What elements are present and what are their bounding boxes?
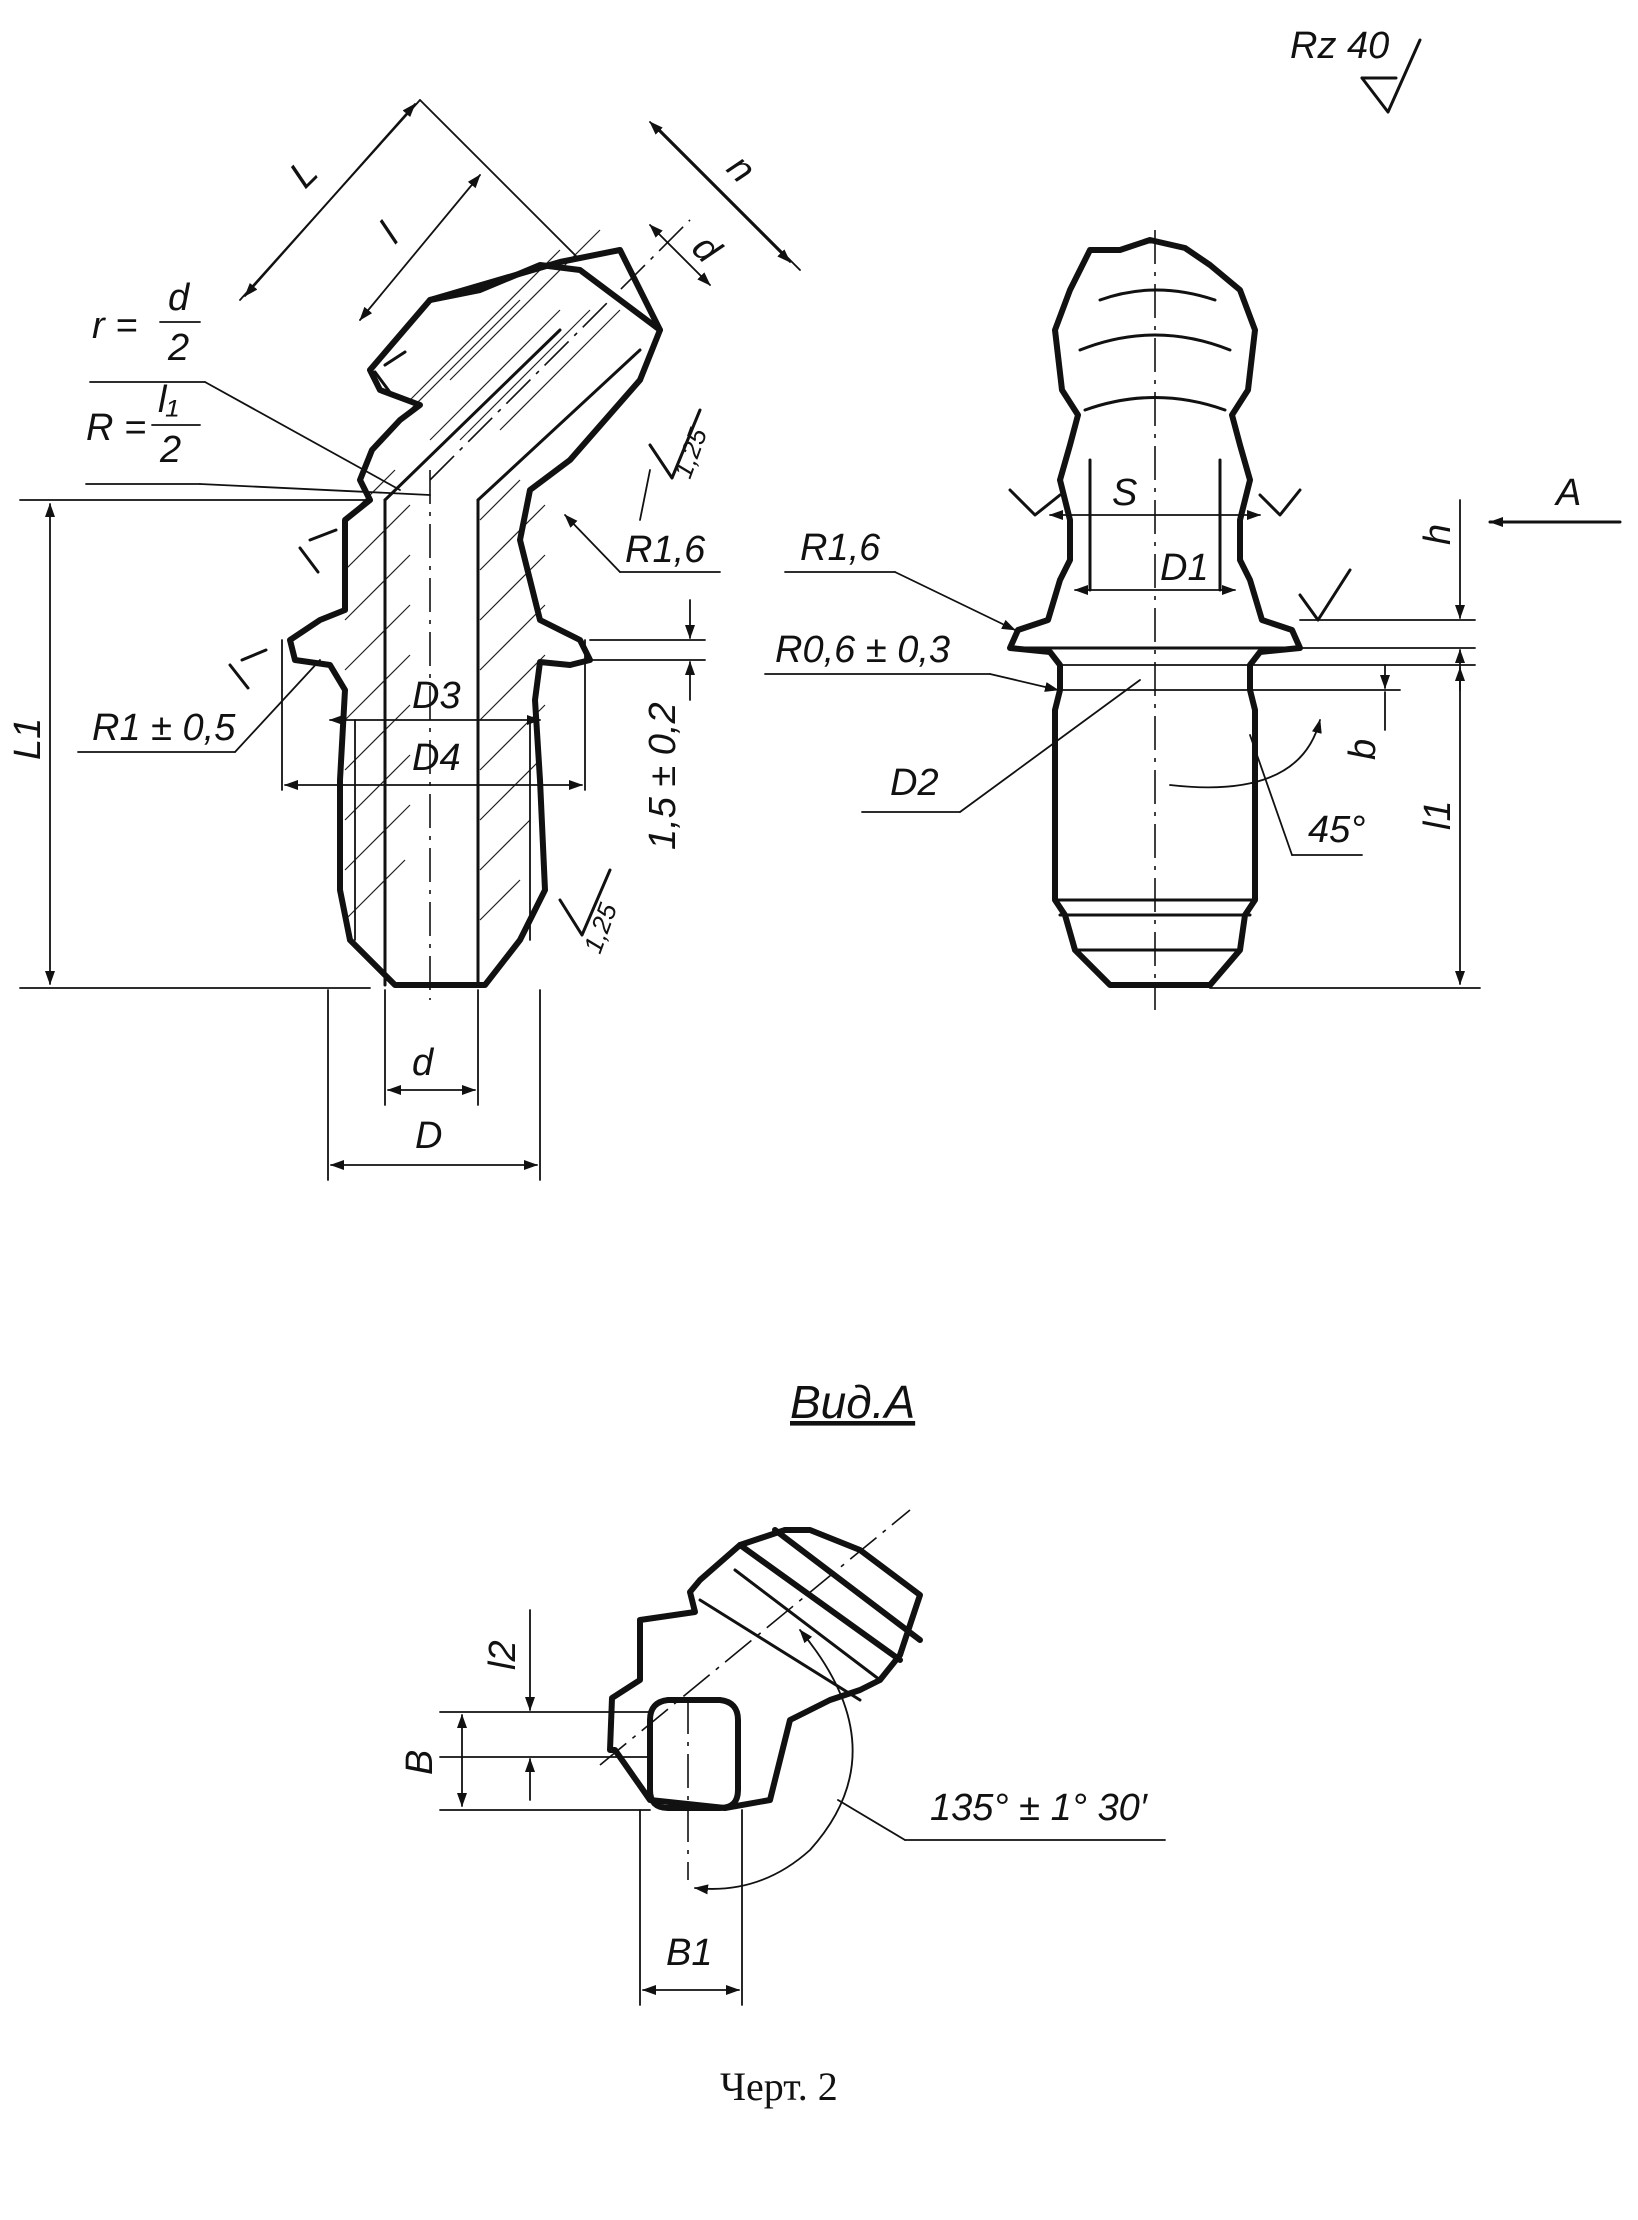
figure-caption: Черт. 2 xyxy=(720,2064,838,2109)
label-A: A xyxy=(1554,472,1581,514)
axis-inclined xyxy=(429,219,691,481)
svg-text:1,25: 1,25 xyxy=(577,899,623,957)
dim-l1: l1 xyxy=(1209,664,1481,989)
general-roughness-symbol: Rz 40 xyxy=(1290,25,1422,114)
view-A: Вид.А l2 B B1 xyxy=(399,1376,1166,2006)
label-D2: D2 xyxy=(861,679,1141,813)
fitting-outline-left xyxy=(287,247,663,988)
view-a-square xyxy=(647,1697,741,1811)
svg-text:1,25: 1,25 xyxy=(667,424,713,482)
label-R16-right: R1,6 xyxy=(784,527,1016,631)
label-L1: L1 xyxy=(7,718,49,760)
dim-L1: L1 xyxy=(7,499,371,989)
svg-text:r =: r = xyxy=(92,305,137,347)
label-S: S xyxy=(1112,472,1137,514)
dim-l: l xyxy=(359,174,481,321)
svg-text:R0,6 ± 0,3: R0,6 ± 0,3 xyxy=(775,629,950,671)
view-a-title: Вид.А xyxy=(790,1376,915,1428)
label-D3: D3 xyxy=(412,675,461,717)
fitting-outline-right xyxy=(1007,237,1303,988)
dim-D3: D3 xyxy=(329,675,541,725)
dim-D1: D1 xyxy=(1074,547,1236,595)
label-n: n xyxy=(719,147,764,192)
svg-text:R1,6: R1,6 xyxy=(625,529,706,571)
bore-inclined xyxy=(383,328,642,502)
roughness-tick-1 xyxy=(298,528,338,574)
label-R-radius: R = l₁ 2 xyxy=(85,379,431,496)
label-l: l xyxy=(372,215,409,252)
dim-B: B xyxy=(399,1714,651,1811)
roughness-tick-2 xyxy=(373,350,407,397)
angle-135: 135° ± 1° 30′ xyxy=(694,1629,1166,1895)
dim-D-bottom: D xyxy=(327,989,541,1181)
label-135: 135° ± 1° 30′ xyxy=(930,1787,1149,1829)
dim-d-bottom: d xyxy=(384,989,479,1106)
dim-S: S xyxy=(1008,472,1302,520)
left-section-view: L l n d r = d 2 R = l₁ 2 xyxy=(7,99,801,1181)
dim-d-top: d xyxy=(649,224,730,286)
label-R06: R0,6 ± 0,3 xyxy=(764,629,1059,692)
roughness-mark-lower: 1,25 xyxy=(558,868,623,957)
view-arrow-A: A xyxy=(1488,472,1622,527)
right-side-view: S D1 h A R1,6 R xyxy=(764,230,1622,1010)
label-R1: R1 ± 0,5 xyxy=(77,659,321,753)
angle-45: 45° xyxy=(1169,719,1365,856)
label-D1: D1 xyxy=(1160,547,1209,589)
label-D4: D4 xyxy=(412,737,461,779)
dim-h: h xyxy=(1299,499,1476,691)
dim-collar-thickness: 1,5 ± 0,2 xyxy=(589,599,706,850)
label-b: b xyxy=(1342,739,1384,760)
label-B1: B1 xyxy=(666,1932,712,1974)
roughness-tick-3 xyxy=(228,648,268,690)
svg-text:d: d xyxy=(168,277,191,319)
svg-text:2: 2 xyxy=(167,327,189,369)
label-L: L xyxy=(282,152,327,197)
svg-text:R =: R = xyxy=(86,407,146,449)
roughness-mark-upper: 1,25 xyxy=(639,408,713,521)
svg-text:D2: D2 xyxy=(890,762,939,804)
dim-l2: l2 xyxy=(439,1609,651,1801)
dim-D4: D4 xyxy=(281,639,586,791)
label-D-bottom: D xyxy=(415,1115,442,1157)
roughness-tick-right xyxy=(1298,568,1352,622)
label-tolerance: 1,5 ± 0,2 xyxy=(642,702,684,850)
dim-b: b xyxy=(1249,664,1401,760)
label-r-radius: r = d 2 xyxy=(89,277,401,491)
view-a-outline xyxy=(607,1527,923,1811)
svg-text:l₁: l₁ xyxy=(158,379,178,421)
svg-text:2: 2 xyxy=(159,429,181,471)
bore-vertical xyxy=(383,498,480,987)
general-roughness-label: Rz 40 xyxy=(1290,25,1389,67)
label-45: 45° xyxy=(1308,809,1365,851)
label-h: h xyxy=(1417,524,1459,545)
label-R16-left: R1,6 xyxy=(564,514,721,573)
dim-B1: B1 xyxy=(639,1809,743,2006)
label-B: B xyxy=(399,1750,441,1775)
label-l2: l2 xyxy=(482,1640,524,1670)
label-d-bottom: d xyxy=(412,1042,435,1084)
svg-text:R1,6: R1,6 xyxy=(800,527,881,569)
label-l1: l1 xyxy=(1417,800,1459,830)
svg-text:R1 ± 0,5: R1 ± 0,5 xyxy=(92,707,236,749)
